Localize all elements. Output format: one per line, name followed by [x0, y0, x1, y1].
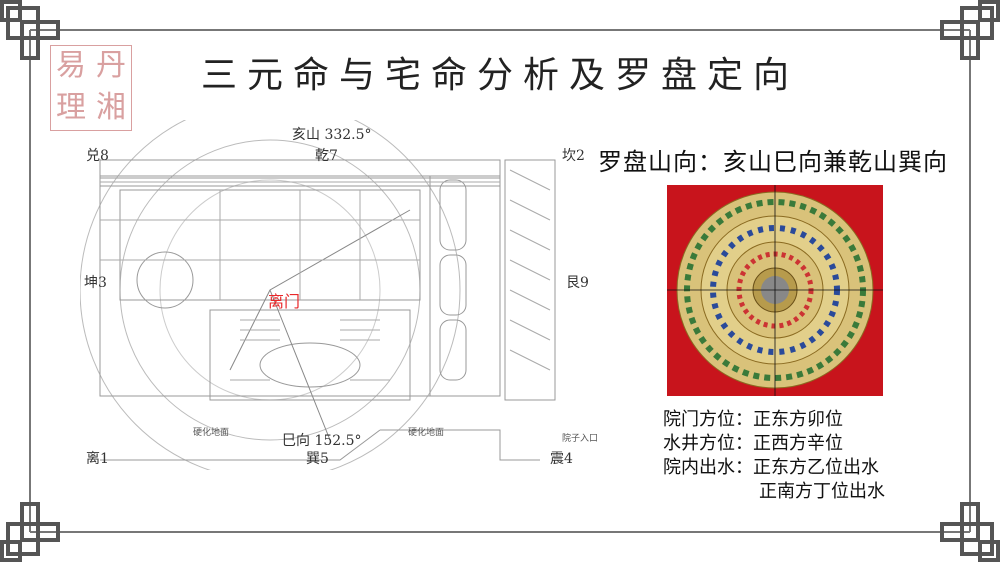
mountain-label: 亥山 332.5° — [292, 127, 372, 143]
compass-direction-heading: 罗盘山向：亥山巳向兼乾山巽向 — [598, 148, 948, 176]
info-label: 院门方位： — [663, 409, 753, 430]
seal-char: 湘 — [96, 90, 126, 125]
luopan-compass-image — [667, 185, 883, 396]
info-drainage-2: 正南方丁位出水 — [759, 477, 885, 503]
trigram-qian: 乾7 — [315, 148, 338, 164]
info-value: 正南方丁位出水 — [759, 481, 885, 502]
info-well-direction: 水井方位：正西方辛位 — [663, 429, 843, 455]
note-hardened-ground: 硬化地面 — [408, 428, 445, 438]
frame-bottom — [30, 531, 970, 533]
info-value: 正东方卯位 — [753, 409, 843, 430]
trigram-kun: 坤3 — [84, 275, 107, 291]
corner-ornament-icon — [0, 502, 60, 562]
trigram-xun: 巽5 — [306, 451, 329, 467]
info-value: 正西方辛位 — [753, 433, 843, 454]
seal-char: 丹 — [96, 48, 126, 83]
floor-plan — [80, 120, 556, 470]
page-title: 三元命与宅命分析及罗盘定向 — [200, 55, 799, 96]
frame-right — [969, 30, 971, 532]
corner-ornament-icon — [940, 0, 1000, 60]
corner-ornament-icon — [0, 0, 60, 60]
info-value: 正东方乙位出水 — [753, 457, 879, 478]
trigram-kan: 坎2 — [562, 148, 585, 164]
trigram-dui: 兑8 — [86, 148, 109, 164]
trigram-li: 离1 — [86, 451, 109, 467]
note-hardened-ground: 硬化地面 — [193, 428, 230, 438]
info-label: 水井方位： — [663, 433, 753, 454]
trigram-gen: 艮9 — [566, 275, 589, 291]
frame-left — [29, 30, 31, 532]
seal-char: 理 — [56, 90, 86, 125]
seal-char: 易 — [56, 48, 86, 83]
seal-logo: 易 丹 理 湘 — [50, 45, 132, 131]
info-gate-direction: 院门方位：正东方卯位 — [663, 405, 843, 431]
corner-ornament-icon — [940, 502, 1000, 562]
gate-label: 离门 — [268, 292, 301, 311]
facing-label: 巳向 152.5° — [282, 433, 362, 449]
frame-top — [30, 29, 970, 31]
info-label: 院内出水： — [663, 457, 753, 478]
note-yard-entrance: 院子入口 — [562, 434, 599, 444]
trigram-zhen: 震4 — [550, 451, 573, 467]
info-drainage: 院内出水：正东方乙位出水 — [663, 453, 879, 479]
